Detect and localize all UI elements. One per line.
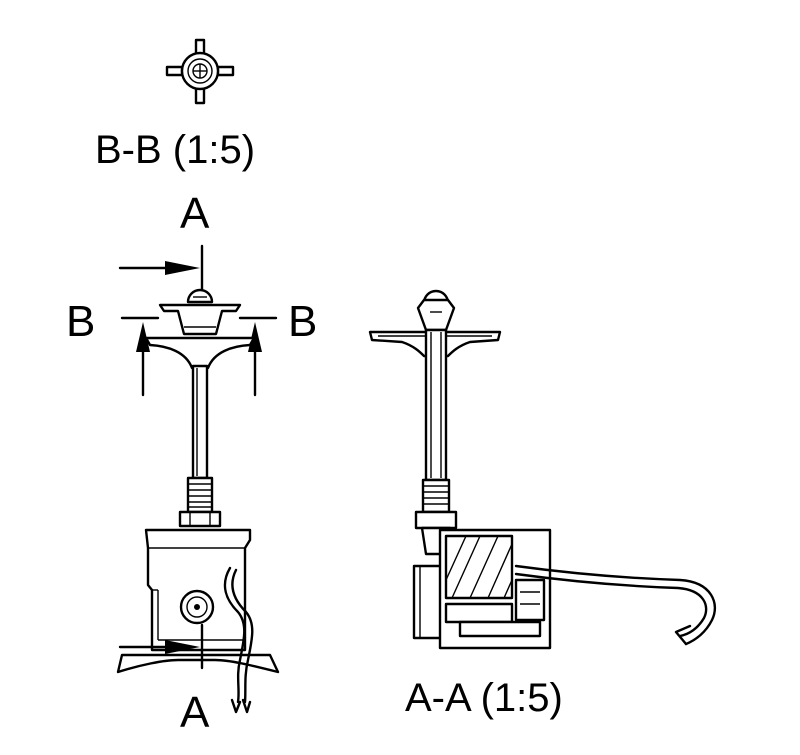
section-aa-title: A-A (1:5) xyxy=(405,676,563,720)
cut-label-a-bottom: A xyxy=(180,688,210,737)
cut-line-a-top xyxy=(118,244,204,292)
section-bb-title: B-B (1:5) xyxy=(95,128,255,172)
front-view xyxy=(116,288,280,714)
cut-line-a-bottom xyxy=(118,623,204,670)
cut-line-b xyxy=(120,316,278,397)
cut-label-a-top: A xyxy=(180,189,210,238)
cut-label-b-right: B xyxy=(288,297,317,346)
cut-label-b-left: B xyxy=(66,297,95,346)
section-aa-view xyxy=(368,289,717,650)
section-bb-view xyxy=(165,38,235,105)
